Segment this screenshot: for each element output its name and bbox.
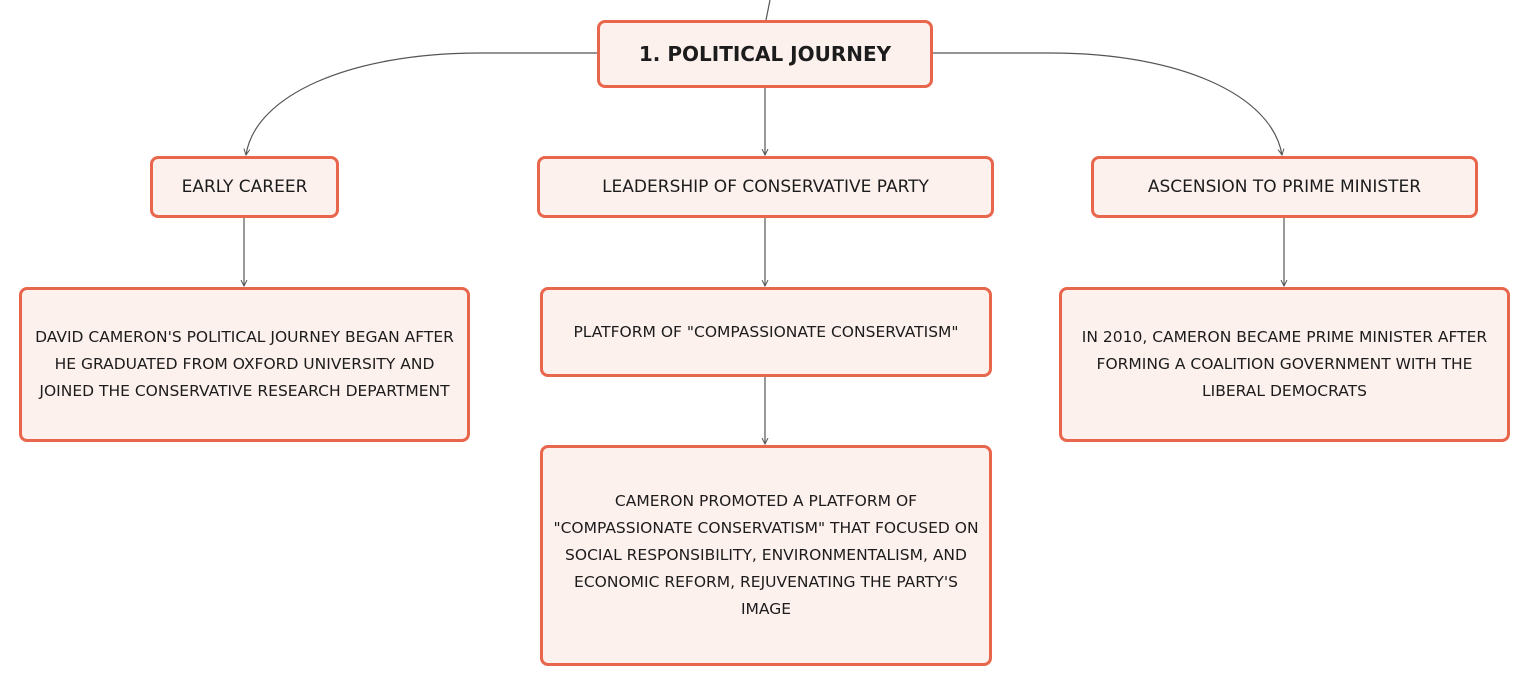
connector-root-to-ascension (932, 52, 1282, 155)
connector-parent-to-root (765, 0, 771, 21)
detail-node-text: IN 2010, CAMERON BECAME PRIME MINISTER A… (1081, 328, 1488, 400)
topic-node-early-career[interactable]: EARLY CAREER (150, 156, 339, 218)
topic-node-label: ASCENSION TO PRIME MINISTER (1147, 177, 1422, 197)
detail-node-text: DAVID CAMERON'S POLITICAL JOURNEY BEGAN … (35, 328, 454, 400)
topic-node-label: EARLY CAREER (181, 177, 308, 197)
connector-root-to-early-career (246, 52, 598, 155)
root-node-label: 1. POLITICAL JOURNEY (638, 42, 892, 66)
root-node[interactable]: 1. POLITICAL JOURNEY (597, 20, 933, 88)
detail-node-compassionate-conservatism[interactable]: CAMERON PROMOTED A PLATFORM OF "COMPASSI… (540, 445, 992, 666)
detail-node-early-career[interactable]: DAVID CAMERON'S POLITICAL JOURNEY BEGAN … (19, 287, 470, 442)
detail-node-text: PLATFORM OF "COMPASSIONATE CONSERVATISM" (573, 322, 959, 341)
topic-node-label: LEADERSHIP OF CONSERVATIVE PARTY (602, 177, 929, 197)
detail-node-platform[interactable]: PLATFORM OF "COMPASSIONATE CONSERVATISM" (540, 287, 992, 377)
detail-node-ascension[interactable]: IN 2010, CAMERON BECAME PRIME MINISTER A… (1059, 287, 1510, 442)
topic-node-leadership[interactable]: LEADERSHIP OF CONSERVATIVE PARTY (537, 156, 994, 218)
detail-node-text: CAMERON PROMOTED A PLATFORM OF "COMPASSI… (553, 492, 979, 618)
topic-node-ascension[interactable]: ASCENSION TO PRIME MINISTER (1091, 156, 1478, 218)
